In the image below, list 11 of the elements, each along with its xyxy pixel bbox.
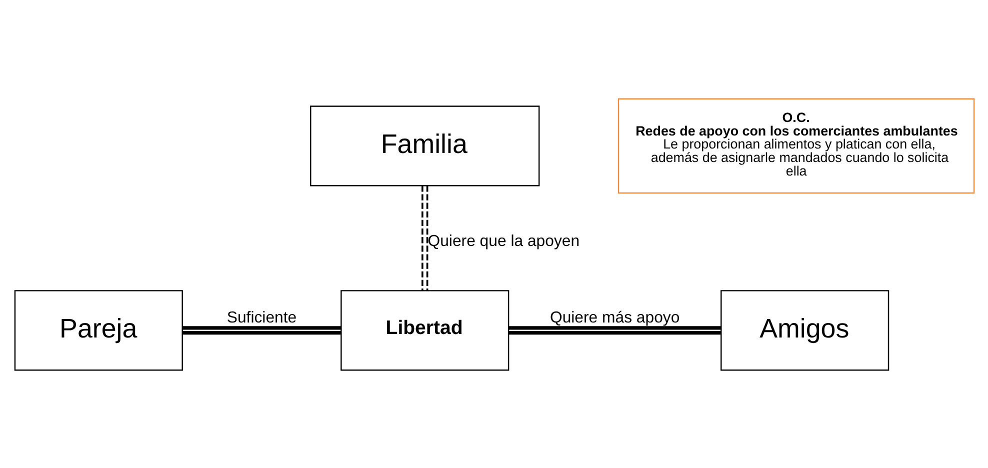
node-box: Libertad bbox=[340, 290, 509, 370]
edge-label: Quiere que la apoyen bbox=[427, 232, 580, 250]
node-box: Amigos bbox=[720, 290, 889, 370]
edge-label: Suficiente bbox=[226, 308, 296, 326]
connector bbox=[182, 326, 341, 334]
node-box: Pareja bbox=[14, 290, 182, 370]
node-box: Familia bbox=[310, 105, 540, 186]
edge-label: Quiere más apoyo bbox=[549, 308, 680, 326]
connector bbox=[421, 185, 428, 290]
connector bbox=[508, 326, 720, 334]
node-box: O.C. Redes de apoyo con los comerciantes ambulantes Le proporcionan alimentos y platican con ella, además de asignarle mandados cuando lo solicita ella bbox=[617, 98, 974, 194]
